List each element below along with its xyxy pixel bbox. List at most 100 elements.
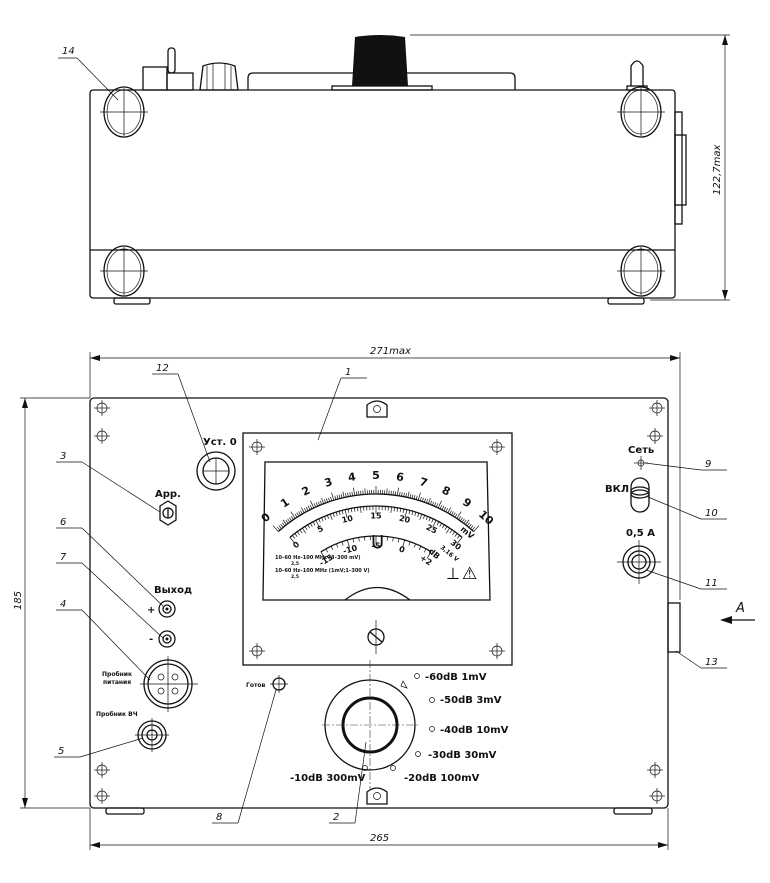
scale_mv-tick bbox=[451, 511, 454, 516]
scale_30-tick bbox=[360, 506, 362, 513]
scale_mv-tick bbox=[296, 512, 300, 517]
dim-base-label: 265 bbox=[370, 833, 389, 844]
scale_mv-tick bbox=[294, 513, 298, 518]
scale_mv-tick bbox=[323, 499, 327, 504]
output-plus-label: + bbox=[147, 605, 155, 616]
scale_30-tick bbox=[307, 524, 310, 529]
scale_mv-tick bbox=[298, 511, 301, 516]
scale_30-tick bbox=[432, 520, 437, 528]
meter-zero-screw[interactable] bbox=[367, 620, 385, 654]
scale_mv-tick bbox=[433, 502, 437, 507]
scale_mv-tick bbox=[326, 498, 329, 503]
front-panel bbox=[89, 397, 669, 809]
scale_30-tick bbox=[294, 533, 298, 537]
callout-2: 2 bbox=[329, 741, 367, 824]
probe-hf-label: Пробник ВЧ bbox=[96, 711, 138, 718]
scale_30-label: 10 bbox=[341, 514, 354, 525]
power-toggle-switch[interactable] bbox=[630, 477, 650, 513]
scale_30-tick bbox=[431, 518, 434, 523]
mount-bracket bbox=[366, 400, 388, 418]
scale_mv-tick bbox=[461, 518, 465, 523]
feet bbox=[100, 86, 665, 305]
scale_30-tick bbox=[417, 512, 420, 517]
scale_30-tick bbox=[350, 508, 353, 513]
top-led bbox=[626, 60, 648, 91]
meter-pivot-arc bbox=[344, 587, 411, 601]
scale_db-label: 0 bbox=[398, 545, 406, 555]
scale_30-label: 5 bbox=[316, 524, 325, 535]
output-plus-jack[interactable] bbox=[158, 600, 176, 618]
fuse-label: 0,5 А bbox=[626, 528, 655, 539]
scale_mv-tick bbox=[409, 494, 412, 499]
power-on-label: ВКЛ bbox=[605, 484, 629, 495]
callout-1: 1 bbox=[317, 367, 367, 441]
scale_30-tick bbox=[456, 537, 463, 544]
scale_30-tick bbox=[329, 513, 333, 520]
scale_mv-tick bbox=[319, 500, 323, 505]
scale_mv-tick bbox=[290, 511, 296, 519]
callout-number: 8 bbox=[216, 812, 222, 823]
meter-bezel bbox=[242, 432, 513, 666]
scale_mv-tick bbox=[396, 487, 399, 496]
scale_db-tick bbox=[358, 537, 360, 542]
scale_mv-tick bbox=[307, 506, 311, 510]
scale_mv-tick bbox=[454, 513, 458, 518]
scale_mv-tick bbox=[419, 496, 422, 501]
callout-13: 13 bbox=[675, 650, 727, 669]
scale_mv-tick bbox=[315, 502, 319, 507]
arr-toggle-switch[interactable] bbox=[159, 500, 177, 526]
scale_db-tick bbox=[418, 546, 422, 550]
probe-power-label-2: питания bbox=[103, 679, 131, 686]
callout-3: 3 bbox=[56, 451, 161, 513]
scale_mv-tick bbox=[439, 505, 443, 509]
range-switch-knob[interactable] bbox=[322, 660, 435, 790]
scale_mv-tick bbox=[328, 497, 331, 502]
scale_mv-tick bbox=[300, 510, 303, 515]
scale_mv-tick bbox=[285, 519, 289, 524]
scale_mv-tick bbox=[468, 524, 472, 528]
scale_30-tick bbox=[419, 513, 423, 520]
fuse-holder[interactable] bbox=[617, 540, 661, 584]
top-knob-base bbox=[331, 85, 433, 91]
scale_30-tick bbox=[444, 526, 448, 530]
scale_30-tick bbox=[341, 510, 344, 515]
scale_mv-label: 9 bbox=[460, 495, 474, 510]
scale_30-label: 15 bbox=[370, 512, 382, 521]
scale_30-tick bbox=[393, 507, 395, 512]
screw-icon bbox=[647, 762, 663, 778]
scale_db-tick bbox=[408, 541, 411, 546]
corner-screws bbox=[94, 400, 665, 805]
scale_30-tick bbox=[335, 511, 338, 517]
output-minus-jack[interactable] bbox=[158, 630, 176, 648]
zero-adjust-knob[interactable] bbox=[196, 451, 236, 491]
scale_30-tick bbox=[404, 509, 408, 518]
screw-icon bbox=[94, 762, 110, 778]
scale_30-tick bbox=[289, 537, 296, 544]
scale_mv-tick bbox=[321, 497, 325, 504]
callout-number: 4 bbox=[60, 599, 66, 610]
screw-icon bbox=[489, 439, 505, 455]
scale_30-tick bbox=[452, 531, 456, 536]
callout-6: 6 bbox=[56, 517, 164, 607]
meter-spec-2: 10–60 Hz–100 MHz (1mV;1–300 V) bbox=[275, 568, 370, 574]
scale_mv-tick bbox=[463, 519, 467, 524]
meter-spec-1-sub: 2,5 bbox=[291, 561, 299, 567]
view-arrow-a: A bbox=[720, 601, 755, 624]
scale_mv-tick bbox=[282, 522, 286, 527]
scale_30-tick bbox=[422, 515, 426, 520]
scale_mv-tick bbox=[427, 497, 431, 504]
view-arrow-label: A bbox=[735, 601, 745, 616]
scale_db-tick bbox=[423, 548, 427, 553]
scale_30-tick bbox=[321, 517, 324, 522]
scale_30-tick bbox=[315, 520, 320, 528]
scale_mv-tick bbox=[425, 499, 429, 504]
scale_mv-tick bbox=[349, 492, 351, 497]
probe-power-connector[interactable] bbox=[140, 656, 198, 712]
scale_mv-tick bbox=[278, 525, 282, 529]
side-part-13 bbox=[667, 602, 681, 653]
meter-unit-mv: mV bbox=[459, 525, 477, 542]
probe-hf-jack[interactable] bbox=[135, 718, 169, 752]
scale_mv-tick bbox=[470, 525, 474, 529]
